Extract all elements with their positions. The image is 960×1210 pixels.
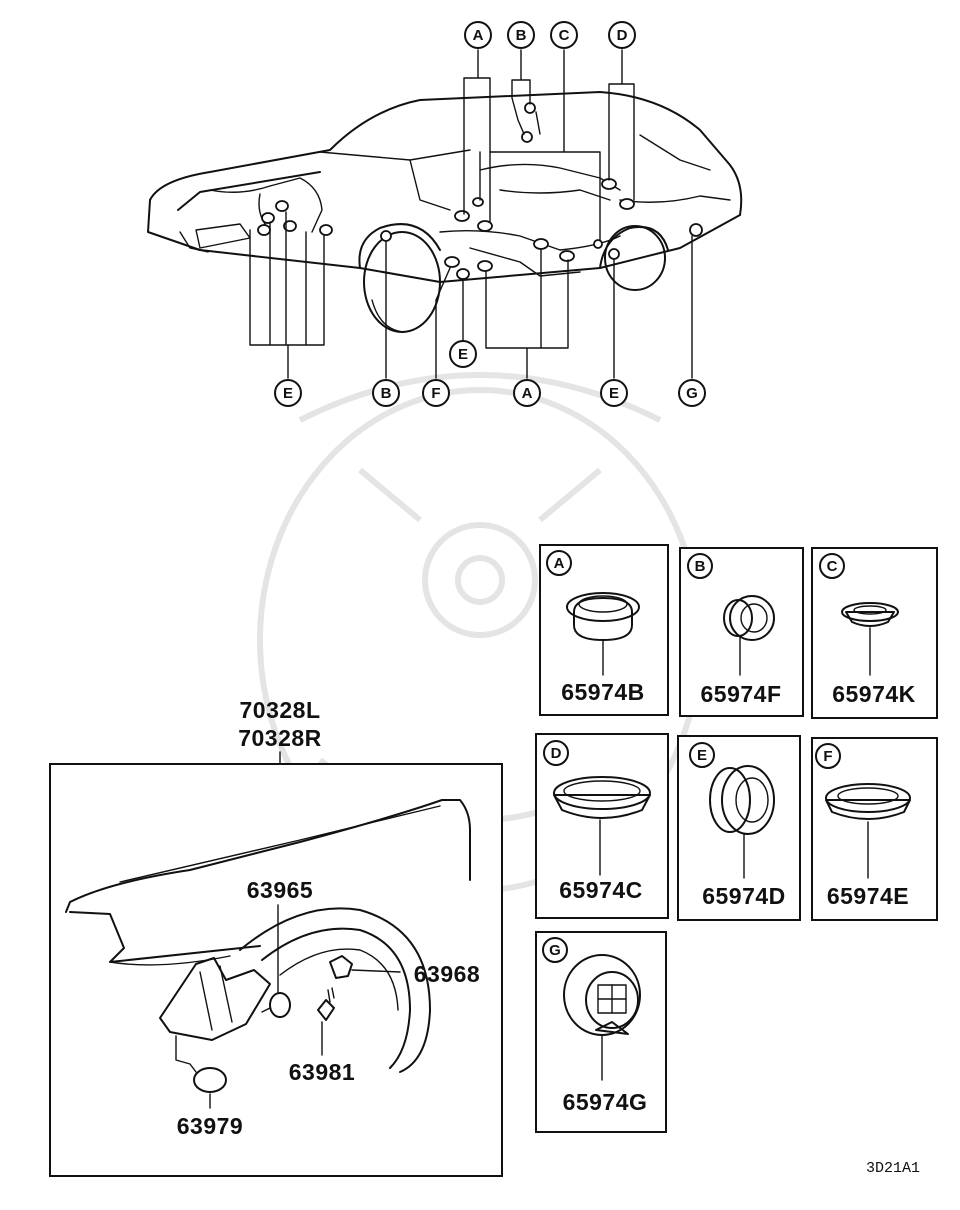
callout-D-top: D xyxy=(608,21,636,49)
grommet-G-icon xyxy=(563,954,641,1081)
screw-63981-icon xyxy=(317,987,335,1056)
fender-part-right: 70328R xyxy=(238,725,322,751)
callout-B-top: B xyxy=(507,21,535,49)
svg-text:A: A xyxy=(473,27,484,44)
callout-G-bottom: G xyxy=(678,379,706,407)
fender-assembly: 70328L 70328R xyxy=(49,697,503,1177)
label-63968: 63968 xyxy=(414,961,480,987)
svg-text:B: B xyxy=(381,385,392,402)
svg-text:D: D xyxy=(617,27,628,44)
car-body-illustration xyxy=(147,91,743,333)
part-box-C: C 65974K xyxy=(811,547,938,719)
fender-box xyxy=(49,763,503,1177)
svg-text:E: E xyxy=(283,385,293,402)
svg-text:A: A xyxy=(554,555,565,572)
label-63979: 63979 xyxy=(177,1113,243,1139)
svg-text:65974K: 65974K xyxy=(832,681,916,707)
callout-E-mid: E xyxy=(449,340,477,368)
bolt-63968-icon xyxy=(329,955,401,979)
clip-63965-icon xyxy=(261,904,291,1018)
svg-text:A: A xyxy=(522,385,533,402)
callout-C-top: C xyxy=(550,21,578,49)
callout-F-bottom: F xyxy=(422,379,450,407)
car-leader-lines xyxy=(249,49,693,379)
svg-text:D: D xyxy=(551,745,562,762)
callout-E-right: E xyxy=(600,379,628,407)
svg-text:B: B xyxy=(516,27,527,44)
grommet-D-icon xyxy=(553,776,651,876)
svg-text:65974F: 65974F xyxy=(700,681,781,707)
grommet-E-icon xyxy=(709,765,775,879)
part-box-F: F 65974E xyxy=(811,737,938,921)
svg-text:E: E xyxy=(609,385,619,402)
part-box-D: D 65974C xyxy=(535,733,669,919)
callout-E-left: E xyxy=(274,379,302,407)
svg-text:65974E: 65974E xyxy=(827,883,909,909)
svg-text:B: B xyxy=(695,558,706,575)
diagram-ref-code: 3D21A1 xyxy=(866,1160,920,1177)
grommet-A-icon xyxy=(566,592,640,676)
svg-text:F: F xyxy=(431,385,440,402)
part-box-E: E 65974D xyxy=(677,735,801,921)
callout-A-top: A xyxy=(464,21,492,49)
fender-part-left: 70328L xyxy=(239,697,320,723)
car-grommet-markers xyxy=(257,102,703,280)
svg-text:65974G: 65974G xyxy=(563,1089,648,1115)
part-box-G: G 65974G xyxy=(535,931,667,1133)
svg-text:G: G xyxy=(686,385,698,402)
grommet-63979-icon xyxy=(175,1035,227,1109)
callout-B-bottom: B xyxy=(372,379,400,407)
svg-text:65974D: 65974D xyxy=(702,883,786,909)
label-63981: 63981 xyxy=(289,1059,355,1085)
svg-text:E: E xyxy=(458,346,468,363)
svg-text:C: C xyxy=(559,27,570,44)
part-box-B: B 65974F xyxy=(679,547,804,717)
svg-text:65974C: 65974C xyxy=(559,877,643,903)
label-63965: 63965 xyxy=(247,877,313,903)
callout-A-bottom: A xyxy=(513,379,541,407)
svg-text:G: G xyxy=(549,942,561,959)
svg-text:65974B: 65974B xyxy=(561,679,645,705)
svg-text:E: E xyxy=(697,747,707,764)
grommet-F-icon xyxy=(825,783,911,879)
svg-text:F: F xyxy=(823,748,832,765)
grommet-C-icon xyxy=(841,602,899,676)
grommet-B-icon xyxy=(723,595,775,676)
part-box-A: A 65974B xyxy=(539,544,669,716)
svg-text:C: C xyxy=(827,558,838,575)
